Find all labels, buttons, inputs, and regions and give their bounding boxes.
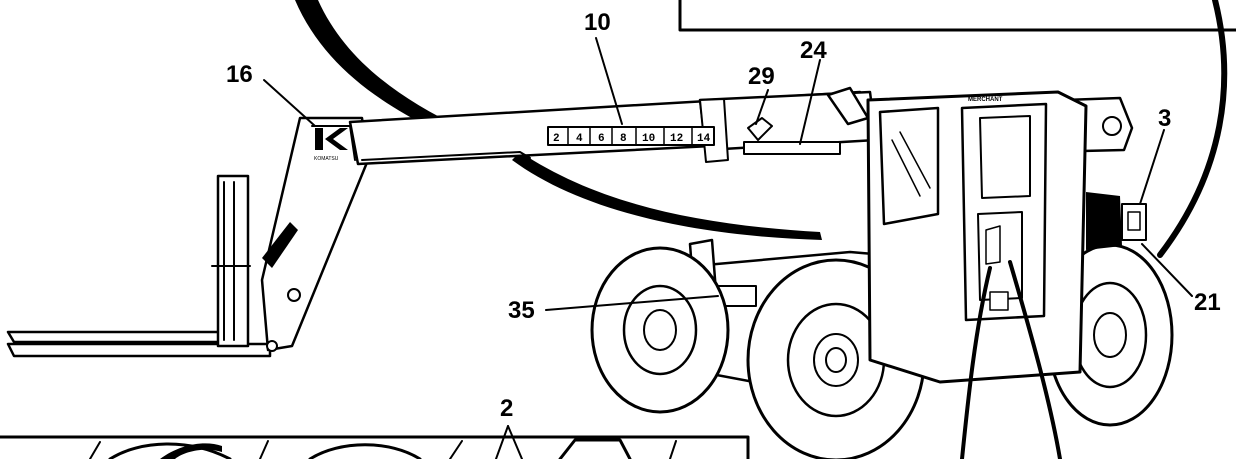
lower-detail-wheel-arcs [108, 438, 632, 459]
leader-lines [263, 37, 1193, 459]
rear-fender [1086, 192, 1122, 250]
komatsu-logo: KOMATSU [314, 128, 348, 162]
upper-curve-border [295, 0, 470, 146]
lower-cable-left [960, 266, 992, 459]
boom-length-scale: 2 4 6 8 10 12 14 [547, 126, 715, 146]
callout-3: 3 [1158, 105, 1171, 132]
pivot-pin [1102, 116, 1122, 136]
decal-3 [1121, 203, 1147, 241]
callout-29: 29 [748, 63, 775, 90]
callout-10: 10 [584, 9, 611, 36]
scale-mark-2: 2 [553, 133, 560, 145]
fork-carriage [6, 116, 370, 358]
callout-16: 16 [226, 61, 253, 88]
lower-detail-heavy-arc [160, 443, 222, 459]
operator-cab: MERCHANT [866, 90, 1088, 384]
cab-logo-text: MERCHANT [968, 97, 1003, 103]
scale-mark-4: 4 [576, 133, 583, 145]
callout-2: 2 [500, 395, 513, 422]
scale-mark-12: 12 [670, 133, 683, 145]
telescopic-boom: 2 4 6 8 10 12 14 [348, 86, 878, 166]
callout-21: 21 [1194, 289, 1221, 316]
lower-cable-right [1008, 260, 1062, 459]
scale-mark-8: 8 [620, 133, 627, 145]
callout-24: 24 [800, 37, 827, 64]
boom-shadow-curve [512, 152, 822, 240]
decal-24 [743, 141, 841, 155]
lower-detail-box [0, 435, 750, 459]
front-left-wheel [590, 246, 730, 414]
callout-35: 35 [508, 297, 535, 324]
scale-mark-6: 6 [598, 133, 605, 145]
scale-mark-10: 10 [642, 133, 655, 145]
lower-detail-diag [89, 440, 677, 459]
carriage-logo-text: KOMATSU [314, 156, 339, 162]
upper-right-box [678, 0, 1236, 32]
scale-mark-14: 14 [697, 133, 711, 145]
